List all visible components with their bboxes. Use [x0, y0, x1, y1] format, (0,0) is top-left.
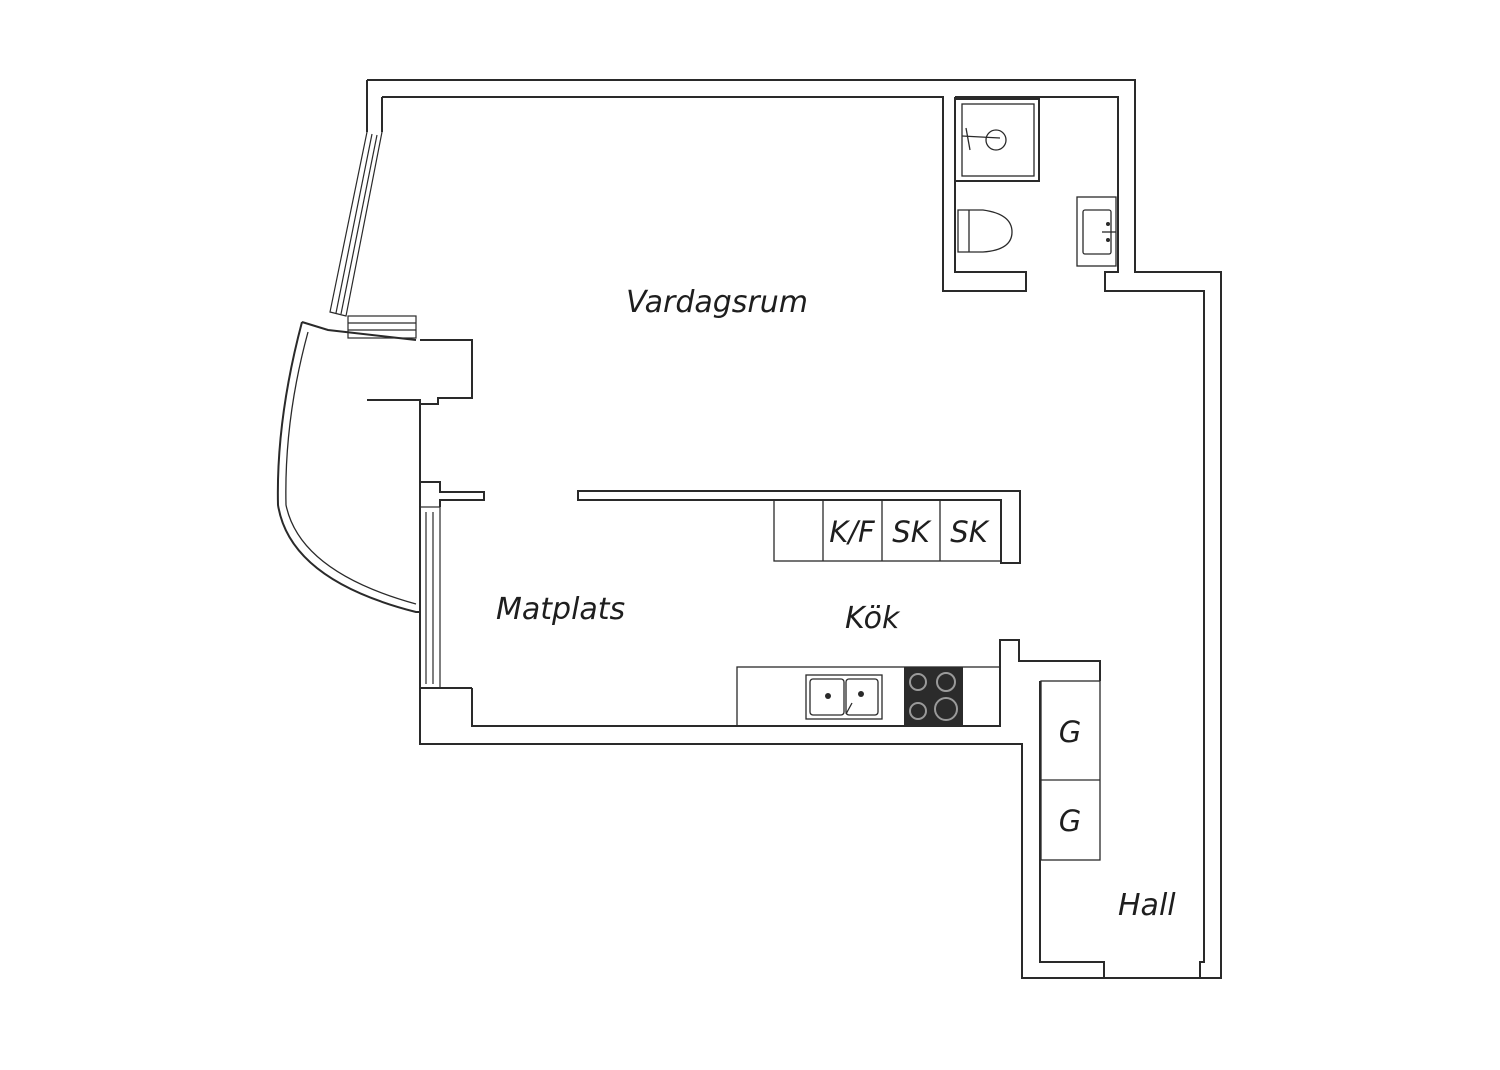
room-label-living: Vardagsrum — [626, 285, 808, 320]
windows — [329, 131, 441, 689]
wardrobe-label: G — [1059, 804, 1081, 838]
cabinet-label-cupboard: SK — [892, 515, 931, 549]
room-label-hall: Hall — [1118, 888, 1176, 923]
stove-icon — [904, 667, 963, 726]
kitchen-counter — [736, 666, 1001, 727]
outer-walls — [366, 79, 1222, 979]
washbasin-icon — [1076, 196, 1117, 267]
balcony — [276, 321, 420, 613]
room-label-dining: Matplats — [496, 592, 625, 627]
sink-icon — [805, 674, 883, 720]
kitchen-upper-row — [577, 490, 1021, 564]
shower-icon — [954, 98, 1040, 182]
wardrobe-label: G — [1059, 715, 1081, 749]
wardrobes — [1040, 680, 1101, 861]
cabinet-label-fridge-freezer: K/F — [829, 515, 876, 549]
cabinet-label-cupboard: SK — [950, 515, 989, 549]
toilet-icon — [957, 209, 1013, 253]
room-label-kitchen: Kök — [845, 601, 901, 636]
